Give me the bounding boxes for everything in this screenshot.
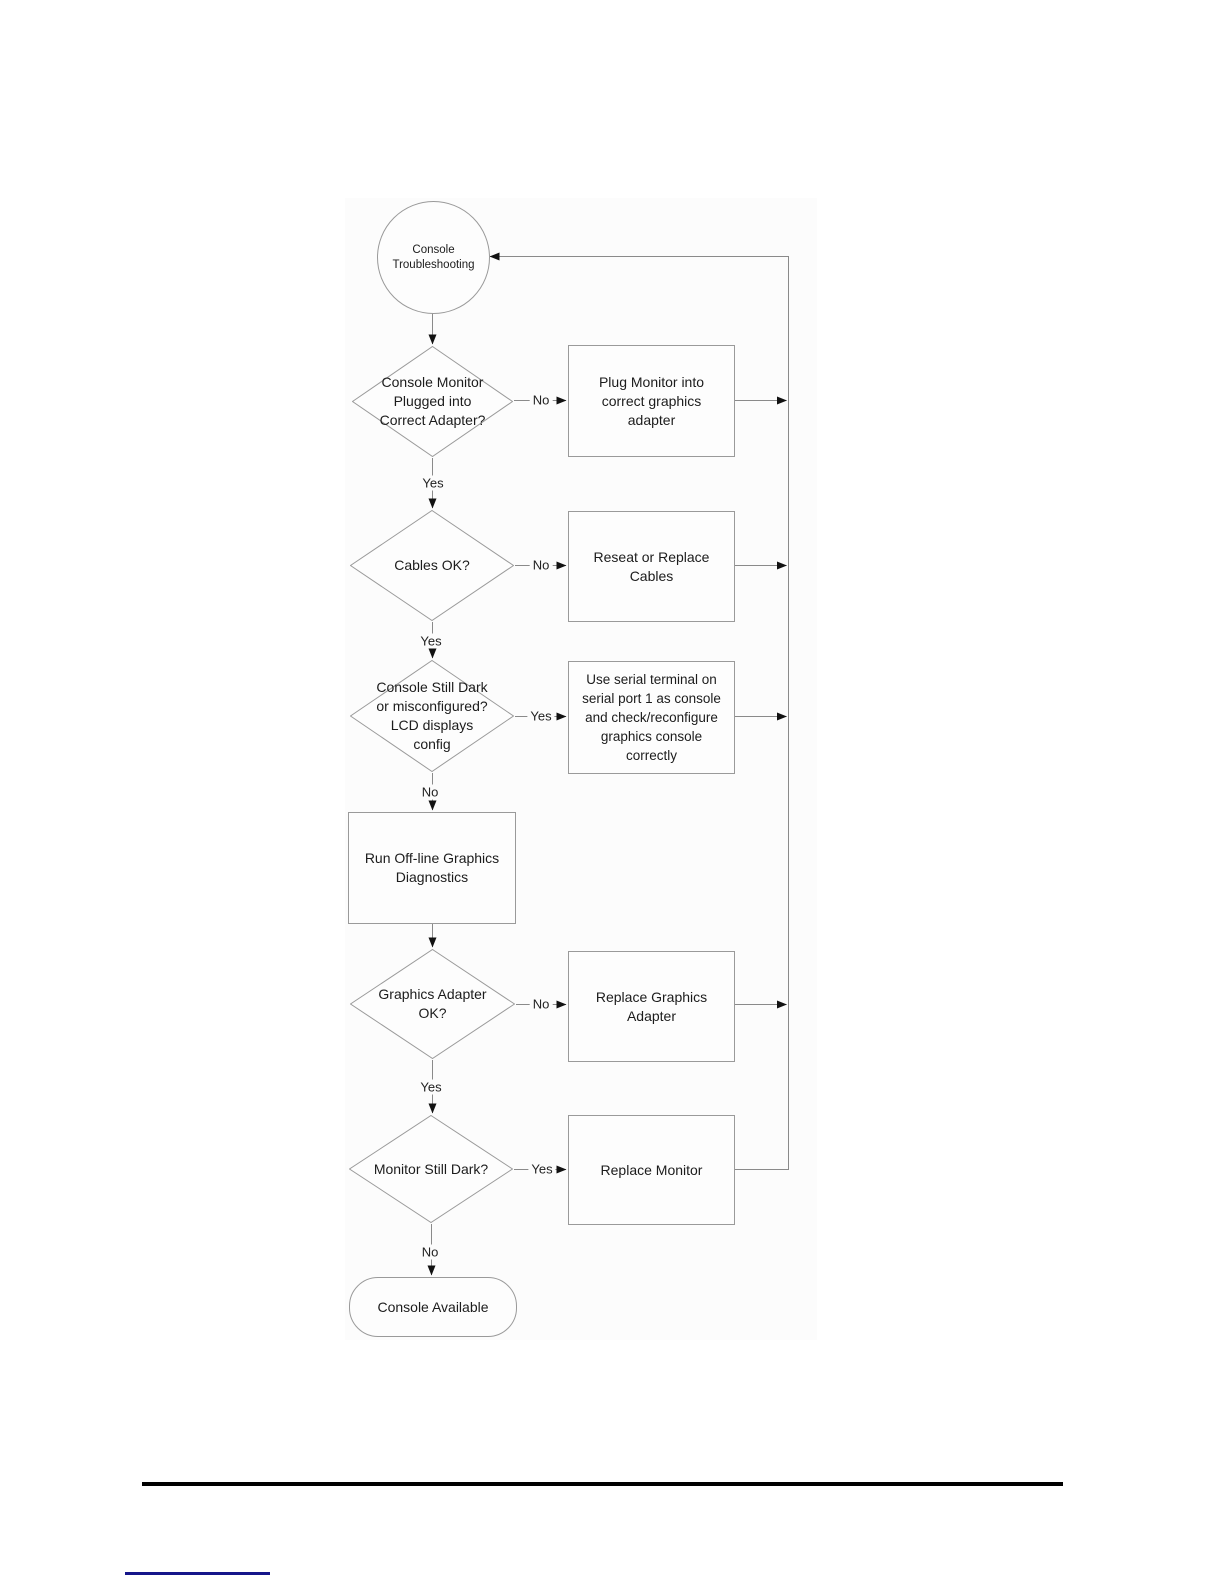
- footer-link-underline[interactable]: [125, 1572, 270, 1575]
- process-reseat-cables: Reseat or Replace Cables: [568, 511, 735, 622]
- start-node: Console Troubleshooting: [377, 201, 490, 314]
- edge-label-no: No: [418, 1244, 442, 1260]
- decision-monitor-still-dark: Monitor Still Dark?: [349, 1115, 513, 1223]
- process-label: Replace Graphics Adapter: [595, 988, 708, 1024]
- edge-label-yes: Yes: [419, 475, 447, 491]
- process-replace-monitor: Replace Monitor: [568, 1115, 735, 1225]
- footer-rule: [142, 1482, 1063, 1486]
- decision-graphics-adapter-ok: Graphics Adapter OK?: [350, 949, 515, 1059]
- process-label: Reseat or Replace Cables: [593, 548, 710, 584]
- decision-label: Monitor Still Dark?: [373, 1160, 489, 1177]
- edge-label-no: No: [529, 392, 553, 408]
- process-use-serial-terminal: Use serial terminal on serial port 1 as …: [568, 661, 735, 774]
- diamond-shape: [350, 510, 514, 621]
- process-plug-monitor: Plug Monitor into correct graphics adapt…: [568, 345, 735, 457]
- edge-label-yes: Yes: [417, 633, 445, 649]
- terminal-label: Console Available: [377, 1299, 489, 1315]
- edge-label-yes: Yes: [417, 1079, 445, 1095]
- process-label: Plug Monitor into correct graphics adapt…: [598, 373, 705, 428]
- process-replace-graphics-adapter: Replace Graphics Adapter: [568, 951, 735, 1062]
- edge-label-no: No: [529, 557, 553, 573]
- diamond-shape: [350, 660, 514, 772]
- edge-label-yes: Yes: [528, 1161, 556, 1177]
- edge-label-no: No: [418, 784, 442, 800]
- process-label: Run Off-line Graphics Diagnostics: [364, 850, 500, 885]
- decision-label: Console Monitor Plugged into Correct Ada…: [379, 374, 486, 428]
- diamond-shape: [350, 949, 515, 1059]
- diamond-shape: [352, 346, 513, 457]
- decision-label: Console Still Dark or misconfigured? LCD…: [376, 679, 488, 752]
- edge-label-yes: Yes: [527, 708, 555, 724]
- edge-label-no: No: [529, 996, 553, 1012]
- process-label: Use serial terminal on serial port 1 as …: [582, 672, 721, 763]
- diamond-shape: [349, 1115, 513, 1223]
- decision-label: Cables OK?: [394, 557, 470, 573]
- decision-label: Graphics Adapter OK?: [378, 986, 487, 1021]
- decision-cables-ok: Cables OK?: [350, 510, 514, 621]
- terminal-console-available: Console Available: [349, 1277, 517, 1337]
- start-node-label: Console Troubleshooting: [392, 243, 475, 271]
- decision-console-dark: Console Still Dark or misconfigured? LCD…: [350, 660, 514, 772]
- process-label: Replace Monitor: [600, 1161, 703, 1178]
- decision-monitor-plugged: Console Monitor Plugged into Correct Ada…: [352, 346, 513, 457]
- process-run-diagnostics: Run Off-line Graphics Diagnostics: [348, 812, 516, 924]
